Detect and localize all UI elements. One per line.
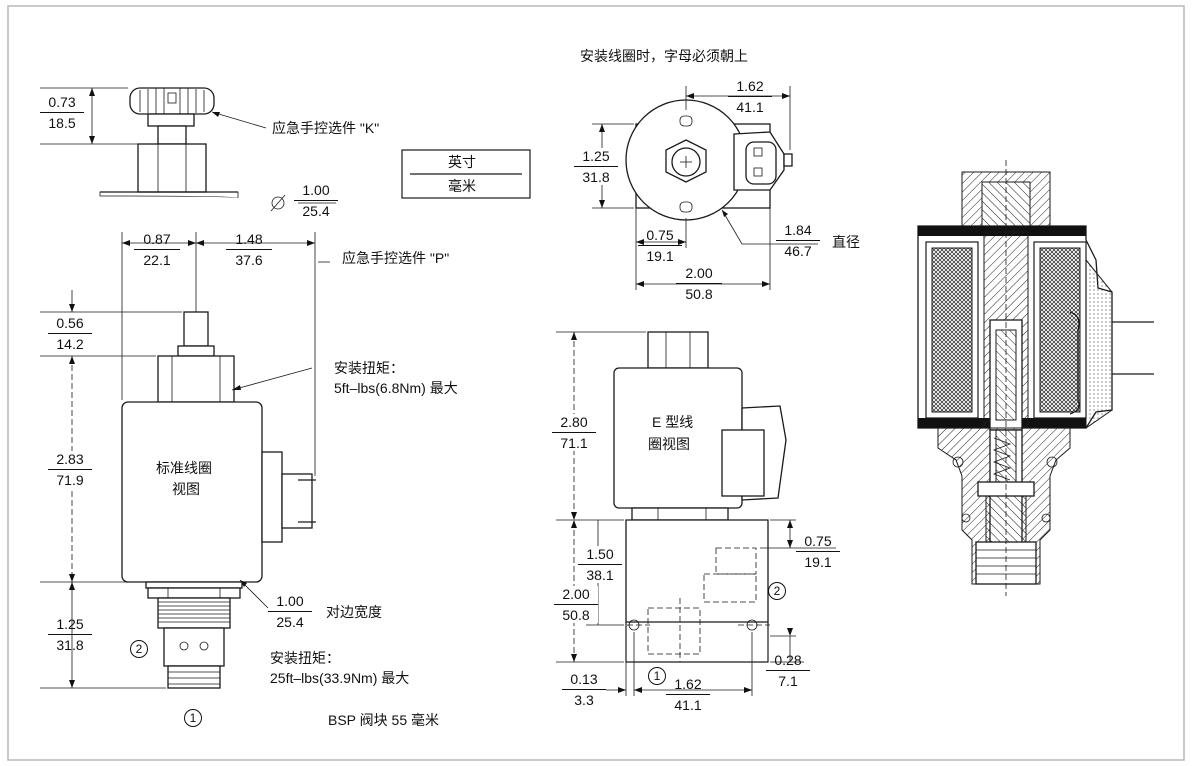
label-manual-override-k: 应急手控选件 "K": [272, 120, 380, 136]
diameter-symbol-k: [270, 194, 336, 212]
port-1-marker-left: 1: [184, 709, 202, 727]
sectional-view: [917, 160, 1154, 596]
install-coil-note: 安装线圈时，字母必须朝上: [580, 48, 748, 64]
label-across-flats: 对边宽度: [326, 604, 382, 620]
port-1-marker-e: 1: [648, 667, 666, 685]
coil-top-view: [592, 86, 818, 290]
torque-cartridge-value: 25ft–lbs(33.9Nm) 最大: [270, 670, 410, 686]
label-manual-override-p: 应急手控选件 "P": [342, 250, 450, 266]
port-2-marker-left: 2: [130, 640, 148, 658]
port-2-marker-e: 2: [768, 582, 786, 600]
e-coil-view-label-2: 圈视图: [648, 436, 690, 452]
legend-inch: 英寸: [448, 154, 476, 170]
torque-coil-value: 5ft–lbs(6.8Nm) 最大: [334, 380, 458, 396]
bsp-block-label: BSP 阀块 55 毫米: [328, 712, 440, 728]
manual-override-k-drawing: [40, 87, 267, 199]
unit-legend-box: [401, 149, 531, 199]
std-coil-view-label-1: 标准线圈: [156, 460, 212, 476]
legend-mm: 毫米: [448, 178, 476, 194]
sheet-frame: [7, 5, 1185, 761]
std-coil-view-label-2: 视图: [172, 481, 200, 497]
label-diameter: 直径: [832, 234, 860, 250]
torque-cartridge-title: 安装扭矩：: [270, 650, 340, 666]
torque-coil-title: 安装扭矩：: [334, 360, 404, 376]
e-coil-view-label-1: E 型线: [652, 414, 694, 430]
standard-coil-side-view: [40, 232, 330, 689]
e-coil-side-view: [556, 331, 836, 696]
